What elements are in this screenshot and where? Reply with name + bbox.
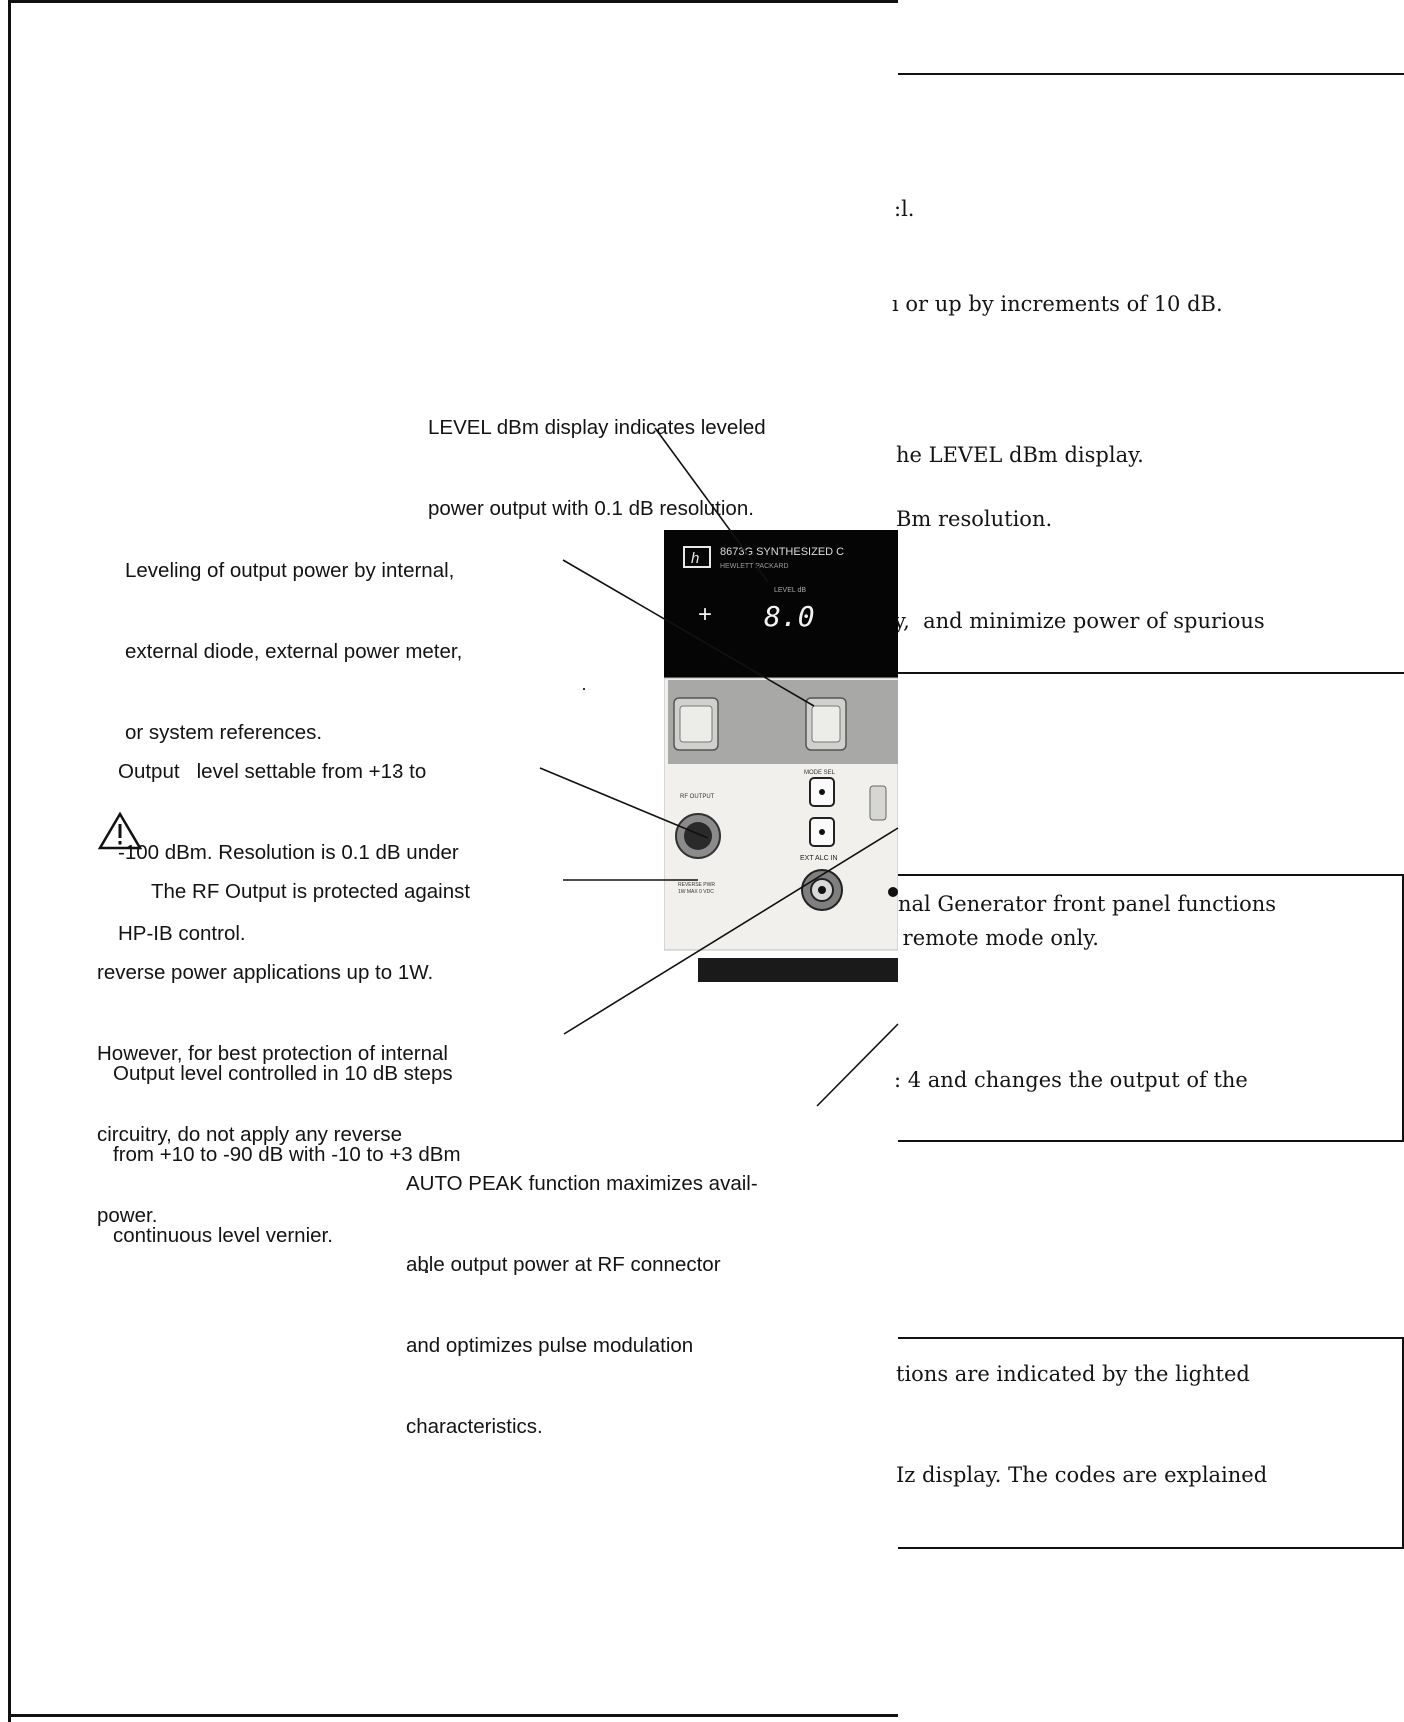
mode-label: MODE SEL — [804, 770, 836, 776]
caption-line: AUTO PEAK function maximizes avail- — [406, 1172, 758, 1195]
caption-line: Output level settable from +13 to — [118, 760, 427, 783]
page-border-left — [8, 0, 11, 1722]
note-box-2 — [898, 1337, 1404, 1549]
body-text-2: ı or up by increments of 10 dB. — [892, 292, 1223, 316]
body-text-3: he LEVEL dBm display. — [896, 443, 1144, 467]
caption-line: HP-IB control. — [118, 922, 246, 945]
ext-alc-label: EXT ALC IN — [800, 855, 838, 862]
body-text-5: y, and minimize power of spurious — [894, 609, 1265, 633]
caption-line: able output power at RF connector — [406, 1253, 721, 1276]
hp-logo-mark: h — [691, 550, 699, 567]
body-text-4: Bm resolution. — [896, 507, 1053, 531]
caption-line: Leveling of output power by internal, — [125, 559, 455, 582]
mode-indicator — [819, 789, 825, 795]
box2-text-1: tions are indicated by the lighted — [896, 1362, 1250, 1386]
leader-auto-peak — [816, 1023, 899, 1107]
button-face — [679, 705, 713, 743]
caution-icon — [98, 812, 142, 850]
box1-text-3: : 4 and changes the output of the — [894, 1068, 1248, 1092]
section-rule-top — [898, 73, 1404, 75]
box2-text-2: Iz display. The codes are explained — [896, 1463, 1268, 1487]
caption-line: from +10 to -90 dB with -10 to +3 dBm — [113, 1143, 461, 1166]
caption-line: -100 dBm. Resolution is 0.1 dB under — [118, 841, 459, 864]
caption-line: circuitry, do not apply any reverse — [97, 1123, 402, 1146]
auto-peak-indicator — [819, 829, 825, 835]
instrument-front-panel: h 8673G SYNTHESIZED C HEWLETT PACKARD LE… — [664, 530, 898, 982]
display-sign: + — [698, 601, 712, 628]
caption-line: power output with 0.1 dB resolution. — [428, 497, 754, 520]
caption-line: continuous level vernier. — [113, 1224, 333, 1247]
caption-line: or system references. — [125, 721, 323, 744]
panel-marker — [888, 887, 898, 897]
instrument-base — [698, 958, 898, 982]
caption-line: reverse power applications up to 1W. — [97, 961, 434, 984]
max-rating-label: 1W MAX 0 VDC — [678, 889, 714, 895]
button-face — [811, 705, 841, 743]
model-label: 8673G SYNTHESIZED C — [720, 546, 844, 558]
connector-core — [684, 822, 712, 850]
caption-output-level: Output level settable from +13 to -100 d… — [118, 704, 459, 1001]
body-text-1: :l. — [894, 197, 915, 221]
side-button[interactable] — [869, 785, 887, 821]
caption-line: Output level controlled in 10 dB steps — [113, 1062, 453, 1085]
section-rule-mid — [898, 672, 1404, 674]
caption-line: characteristics. — [406, 1415, 543, 1438]
speck — [395, 772, 397, 774]
box1-text-1: nal Generator front panel functions — [898, 892, 1277, 916]
box1-text-2: remote mode only. — [896, 926, 1099, 950]
speck — [583, 688, 585, 690]
page-border-top — [8, 0, 898, 3]
caption-line: external diode, external power meter, — [125, 640, 463, 663]
speck — [425, 1270, 428, 1273]
caption-auto-peak: AUTO PEAK function maximizes avail- able… — [406, 1116, 758, 1494]
caption-line: and optimizes pulse modulation — [406, 1334, 694, 1357]
display-label: LEVEL dB — [774, 587, 806, 594]
caption-line: LEVEL dBm display indicates leveled — [428, 416, 766, 439]
caption-line: The RF Output is protected against — [151, 880, 471, 903]
brand-label: HEWLETT PACKARD — [720, 563, 789, 570]
caption-line: However, for best protection of internal — [97, 1042, 448, 1065]
page-border-bottom — [8, 1714, 898, 1717]
connector-pin — [818, 886, 826, 894]
caption-level-steps: Output level controlled in 10 dB steps f… — [113, 1006, 461, 1303]
reverse-power-label: REVERSE PWR — [678, 882, 715, 888]
caption-rf-protection: The RF Output is protected against rever… — [97, 824, 470, 1283]
display-value: 8.0 — [764, 600, 815, 633]
caption-line: power. — [97, 1204, 158, 1227]
rf-output-label: RF OUTPUT — [680, 794, 715, 800]
caption-leveling: Leveling of output power by internal, ex… — [125, 503, 462, 800]
note-box-1 — [898, 874, 1404, 1142]
